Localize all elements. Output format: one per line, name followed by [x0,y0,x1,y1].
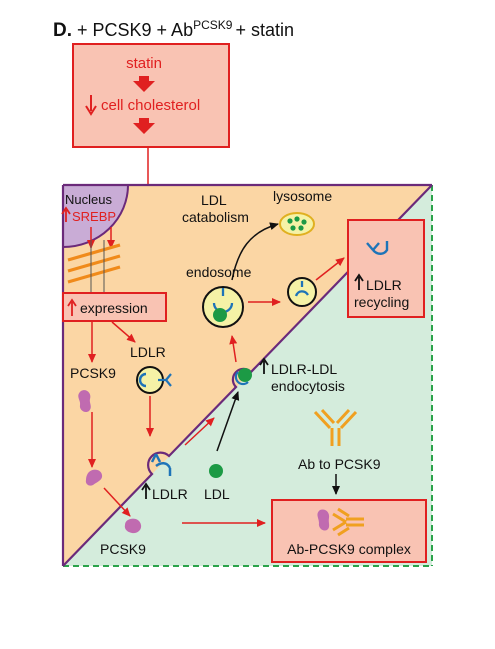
down-arrow-head-icon [85,105,97,116]
pcsk9-icon [124,518,142,534]
pcsk9-icon [317,509,330,531]
panel-title-sup: PCSK9 [193,18,233,32]
panel-letter: D. [53,20,72,41]
statin-down-arrow-icon [133,76,155,92]
receptor-icon [158,373,172,387]
ldl-label: LDL [204,486,230,502]
receptor-icon [372,241,389,255]
surface-receptor-icon [150,453,162,463]
ldl-catabolism-label-1: LDL [201,192,227,208]
ab-to-pcsk9-label: Ab to PCSK9 [298,456,381,472]
pcsk9-icon [78,390,91,413]
nucleus-label: Nucleus [65,192,112,207]
expression-label: expression [80,300,148,316]
lysosome-label: lysosome [273,188,332,204]
cell-cholesterol-label: cell cholesterol [101,97,200,114]
statin-box [72,43,230,148]
expression-box [62,292,167,322]
ab-pcsk9-complex-label: Ab-PCSK9 complex [287,541,411,557]
ab-pcsk9-complex-box [271,499,427,563]
lysosome-particles-icon [287,216,307,231]
nucleus [63,185,130,249]
cholesterol-down-arrow-icon [133,118,155,134]
ldlr-recycling-label-2: recycling [354,294,409,310]
antibody-bound-icon [332,507,364,537]
lysosome [279,212,315,236]
receptor-icon [138,372,147,388]
gene-dna-icon [67,243,121,284]
ldlr-recycling-box [347,219,425,318]
ldlr-label: LDLR [130,344,166,360]
panel-title-post: + statin [235,20,294,40]
ldl-particle-icon [209,464,223,478]
srebp-label: SREBP [72,209,116,224]
antibody-icon [313,408,358,446]
panel-title-pre: + PCSK9 + Ab [77,20,193,40]
ldlr-surface-label: LDLR [152,486,188,502]
pcsk9-top-label: PCSK9 [70,365,116,381]
ldlr-recycling-label-1: LDLR [366,277,402,293]
ldl-particle-icon [238,368,252,382]
ldl-particle-icon [213,308,227,322]
catabolism-arrow [231,222,279,281]
pcsk9-icon [85,469,103,486]
endosome-label: endosome [186,264,252,280]
pcsk9-bottom-label: PCSK9 [100,541,146,557]
receptor-icon [294,281,309,297]
receptor-icon [366,242,380,251]
svg-text:+ PCSK9 + AbPCSK9+ statin: + PCSK9 + AbPCSK9+ statin [77,18,294,40]
endosome [202,286,244,328]
statin-label: statin [126,55,162,72]
surface-receptor-icon [155,462,172,476]
endocytosis-label-1: LDLR-LDL [271,361,337,377]
ldl-catabolism-label-2: catabolism [182,209,249,225]
endocytosis-label-2: endocytosis [271,378,345,394]
